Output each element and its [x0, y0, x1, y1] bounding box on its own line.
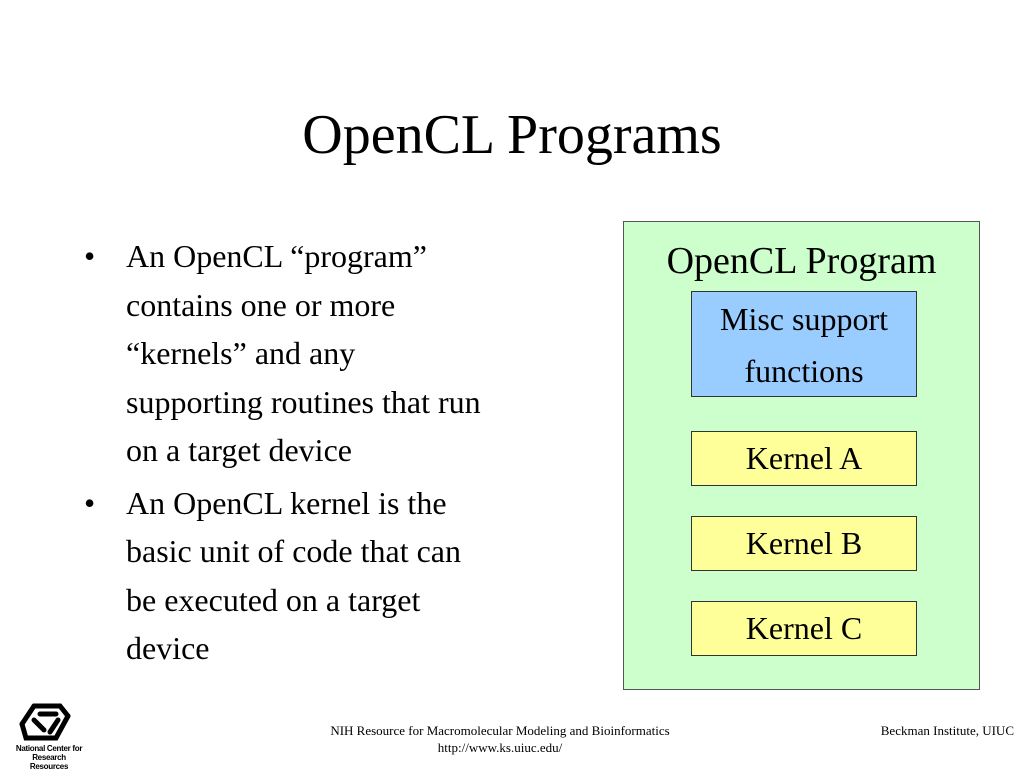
- logo-text-line: National Center for: [15, 744, 83, 753]
- program-container-label: OpenCL Program: [666, 240, 937, 282]
- logo-text-line: Research Resources: [29, 753, 69, 771]
- bullet-line: supporting routines that run: [126, 383, 481, 420]
- kernel-a-box: Kernel A: [691, 431, 917, 486]
- bullet-line: contains one or more: [126, 286, 396, 323]
- footer-url: http://www.ks.uiuc.edu/: [437, 740, 563, 755]
- bullet-line: “kernels” and any: [126, 335, 356, 371]
- bullet-marker: •: [84, 238, 96, 274]
- bullet-line: An OpenCL “program”: [126, 238, 427, 274]
- bullet-item: • An OpenCL “program” contains one or mo…: [82, 232, 582, 475]
- misc-box-line: functions: [744, 353, 864, 389]
- ncrr-logo: National Center for Research Resources: [12, 698, 82, 771]
- slide-title: OpenCL Programs: [302, 104, 722, 166]
- ncrr-logo-icon: [19, 703, 71, 741]
- footer-institution: Beckman Institute, UIUC: [880, 723, 1014, 738]
- bullet-list: • An OpenCL “program” contains one or mo…: [82, 232, 582, 677]
- bullet-marker: •: [84, 484, 96, 521]
- bullet-line: basic unit of code that can: [126, 533, 461, 569]
- kernel-c-box: Kernel C: [691, 601, 917, 656]
- footer-center: NIH Resource for Macromolecular Modeling…: [250, 722, 750, 756]
- bullet-line: An OpenCL kernel is the: [126, 484, 447, 521]
- footer-resource-name: NIH Resource for Macromolecular Modeling…: [330, 723, 670, 738]
- kernel-b-box: Kernel B: [691, 516, 917, 571]
- bullet-item: • An OpenCL kernel is the basic unit of …: [82, 479, 582, 673]
- bullet-line: device: [126, 630, 210, 666]
- ncrr-logo-text: National Center for Research Resources: [14, 744, 84, 771]
- bullet-line: be executed on a target: [126, 581, 421, 618]
- bullet-line: on a target device: [126, 432, 352, 468]
- misc-support-functions-box: Misc support functions: [691, 291, 917, 397]
- misc-box-line: Misc support: [720, 301, 888, 337]
